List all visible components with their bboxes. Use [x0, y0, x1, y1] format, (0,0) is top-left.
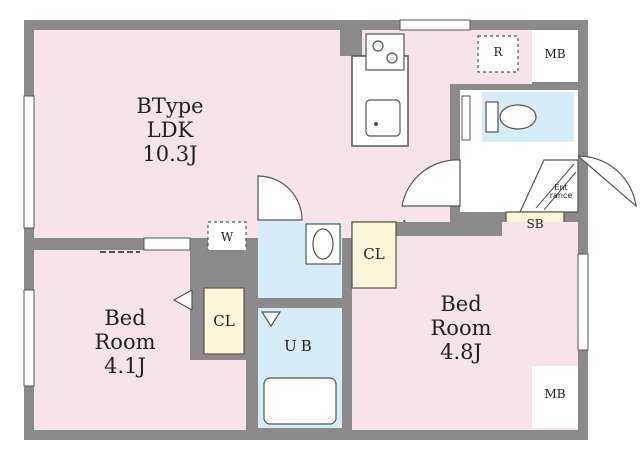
washroom-door-swing	[257, 175, 303, 221]
plan-type-label: BType	[136, 94, 204, 118]
bedroom-west-size: 4.1J	[104, 354, 146, 379]
bedroom-east-name-2: Room	[430, 316, 492, 341]
window-top-ldk	[399, 19, 471, 31]
entrance-hatch	[543, 171, 577, 211]
bedroom-east-label: Bed Room 4.8J	[406, 292, 516, 364]
bedroom-west-door	[143, 237, 191, 251]
entrance-step	[519, 159, 579, 213]
closet-east-redraw	[351, 221, 397, 289]
bedroom-west-label: Bed Room 4.1J	[70, 306, 180, 378]
ldk-room-name: LDK	[146, 118, 194, 143]
sink	[365, 99, 401, 137]
toilet-icon	[499, 104, 537, 130]
entrance-label-1: Ent	[554, 183, 568, 192]
ldk-room-size: 10.3J	[142, 142, 198, 167]
refrigerator-space	[477, 35, 519, 73]
meter-box-top	[532, 30, 578, 82]
bedroom-east-size: 4.8J	[440, 340, 482, 365]
sink-drain-icon	[374, 122, 378, 126]
toilet-door	[461, 95, 471, 141]
washer-label: W	[220, 230, 234, 244]
burner-icon	[372, 40, 384, 52]
window-east-bed	[577, 253, 589, 351]
entrance-door-swing	[577, 155, 637, 208]
hall-door-swing	[401, 159, 461, 207]
mb-bottom-label: MB	[544, 387, 566, 401]
shoe-box-label: SB	[526, 217, 544, 231]
bathtub	[263, 377, 337, 425]
unit-bath-label: UB	[284, 337, 316, 355]
bedroom-west-name-2: Room	[94, 330, 156, 355]
ub-door-arrow	[260, 311, 282, 328]
toilet-tank	[485, 101, 499, 133]
refrigerator-label: R	[493, 45, 503, 59]
mb-top-label: MB	[544, 47, 566, 61]
stove	[365, 33, 405, 71]
bedroom-east-name-1: Bed	[440, 292, 482, 316]
window-west-ldk	[23, 95, 35, 229]
closet-west-label: CL	[213, 312, 235, 330]
window-west-bed	[23, 289, 35, 387]
exterior-gap	[588, 20, 640, 30]
closet-east-label: CL	[363, 245, 385, 263]
ldk-label: BType LDK 10.3J	[110, 94, 230, 166]
ldk-corner-wall	[340, 30, 362, 56]
entrance-label-2: rance	[549, 191, 573, 200]
entrance-label: Ent rance	[540, 184, 582, 200]
closet-west-door-arrow	[172, 288, 193, 312]
closet-west	[203, 287, 245, 355]
washbasin-bowl-icon	[312, 228, 334, 260]
entrance-hatch	[535, 163, 575, 209]
meter-box-bottom	[532, 366, 578, 428]
burner-icon	[386, 52, 398, 64]
bedroom-west-name-1: Bed	[104, 306, 146, 330]
